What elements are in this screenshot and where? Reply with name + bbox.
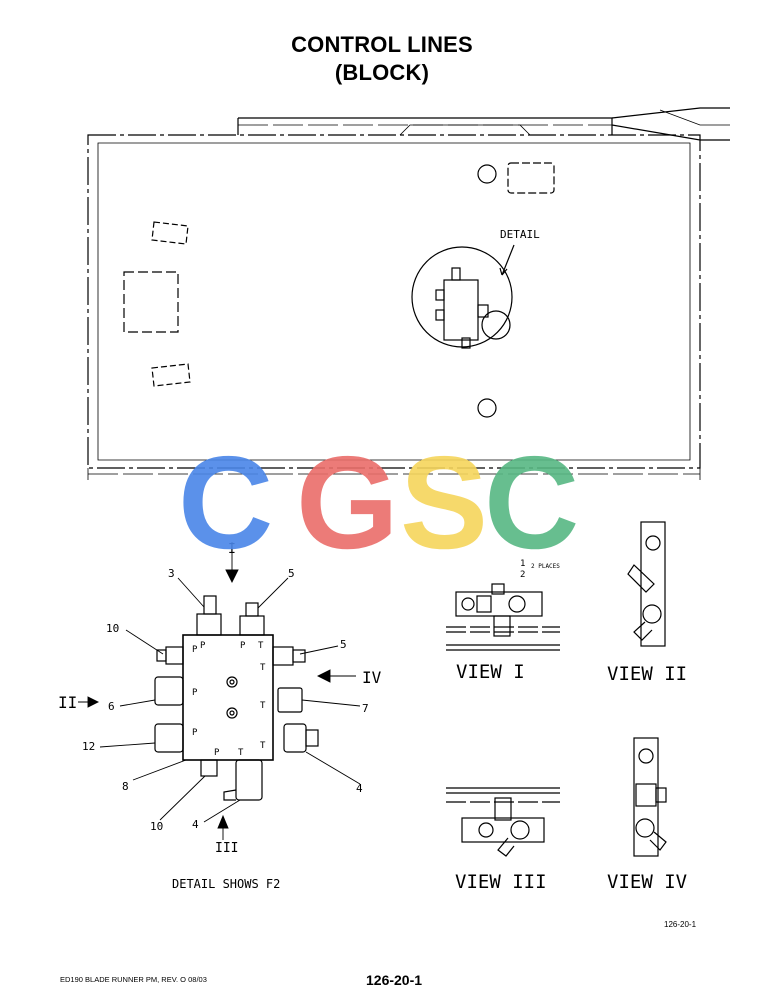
view-iii-drawing bbox=[446, 787, 560, 857]
page-subtitle: (BLOCK) bbox=[334, 60, 430, 85]
port-p: P bbox=[192, 688, 198, 698]
detail-caption: DETAIL SHOWS F2 bbox=[172, 877, 280, 891]
callout-5: 5 bbox=[340, 638, 347, 651]
detail-circle bbox=[411, 244, 515, 349]
view-ii-caption: VIEW II bbox=[607, 663, 687, 685]
arrow-label-ii: II bbox=[58, 693, 77, 712]
callout-3: 3 bbox=[168, 567, 175, 580]
view-iv-caption: VIEW IV bbox=[607, 871, 687, 893]
callout-4: 4 bbox=[356, 782, 363, 795]
port-t: T bbox=[260, 741, 266, 751]
watermark-letter: C bbox=[484, 429, 579, 576]
callout-12: 12 bbox=[82, 740, 95, 753]
callout-leaders bbox=[78, 542, 361, 840]
view-i-caption: VIEW I bbox=[456, 661, 525, 683]
figure-reference: 126-20-1 bbox=[664, 920, 697, 929]
view-iii-caption: VIEW III bbox=[455, 871, 547, 893]
callout-6: 6 bbox=[108, 700, 115, 713]
watermark-letter: C bbox=[178, 429, 273, 576]
view-i-note-1: 1 bbox=[520, 559, 525, 569]
detail-label: DETAIL bbox=[500, 228, 540, 241]
port-t: T bbox=[258, 641, 264, 651]
port-t: T bbox=[260, 701, 266, 711]
arrow-label-iii: III bbox=[215, 841, 238, 856]
port-t: T bbox=[260, 663, 266, 673]
port-p: P bbox=[240, 641, 246, 651]
footer-document-info: ED190 BLADE RUNNER PM, REV. O 08/03 bbox=[60, 975, 207, 984]
view-ii-drawing bbox=[627, 521, 666, 647]
view-iv-drawing bbox=[633, 737, 667, 857]
port-p: P bbox=[200, 641, 206, 651]
view-i-drawing bbox=[446, 583, 560, 651]
watermark-letter: S bbox=[400, 429, 488, 576]
view-i-note-2: 2 bbox=[520, 570, 525, 580]
port-p: P bbox=[192, 645, 198, 655]
callout-4: 4 bbox=[192, 818, 199, 831]
watermark: C G S C bbox=[178, 429, 579, 576]
callout-10: 10 bbox=[106, 622, 119, 635]
port-t: T bbox=[238, 748, 244, 758]
arrow-label-iv: IV bbox=[362, 668, 382, 687]
port-p: P bbox=[214, 748, 220, 758]
page-title: CONTROL LINES bbox=[291, 32, 473, 57]
page-number: 126-20-1 bbox=[366, 972, 423, 988]
arrow-label-i: I bbox=[228, 542, 236, 557]
chassis-outline bbox=[87, 107, 730, 480]
callout-10: 10 bbox=[150, 820, 163, 833]
view-i-note: 2 PLACES bbox=[531, 563, 560, 570]
callout-5: 5 bbox=[288, 567, 295, 580]
watermark-letter: G bbox=[296, 429, 399, 576]
valve-block bbox=[154, 595, 319, 801]
callout-8: 8 bbox=[122, 780, 129, 793]
port-p: P bbox=[192, 728, 198, 738]
callout-7: 7 bbox=[362, 702, 369, 715]
